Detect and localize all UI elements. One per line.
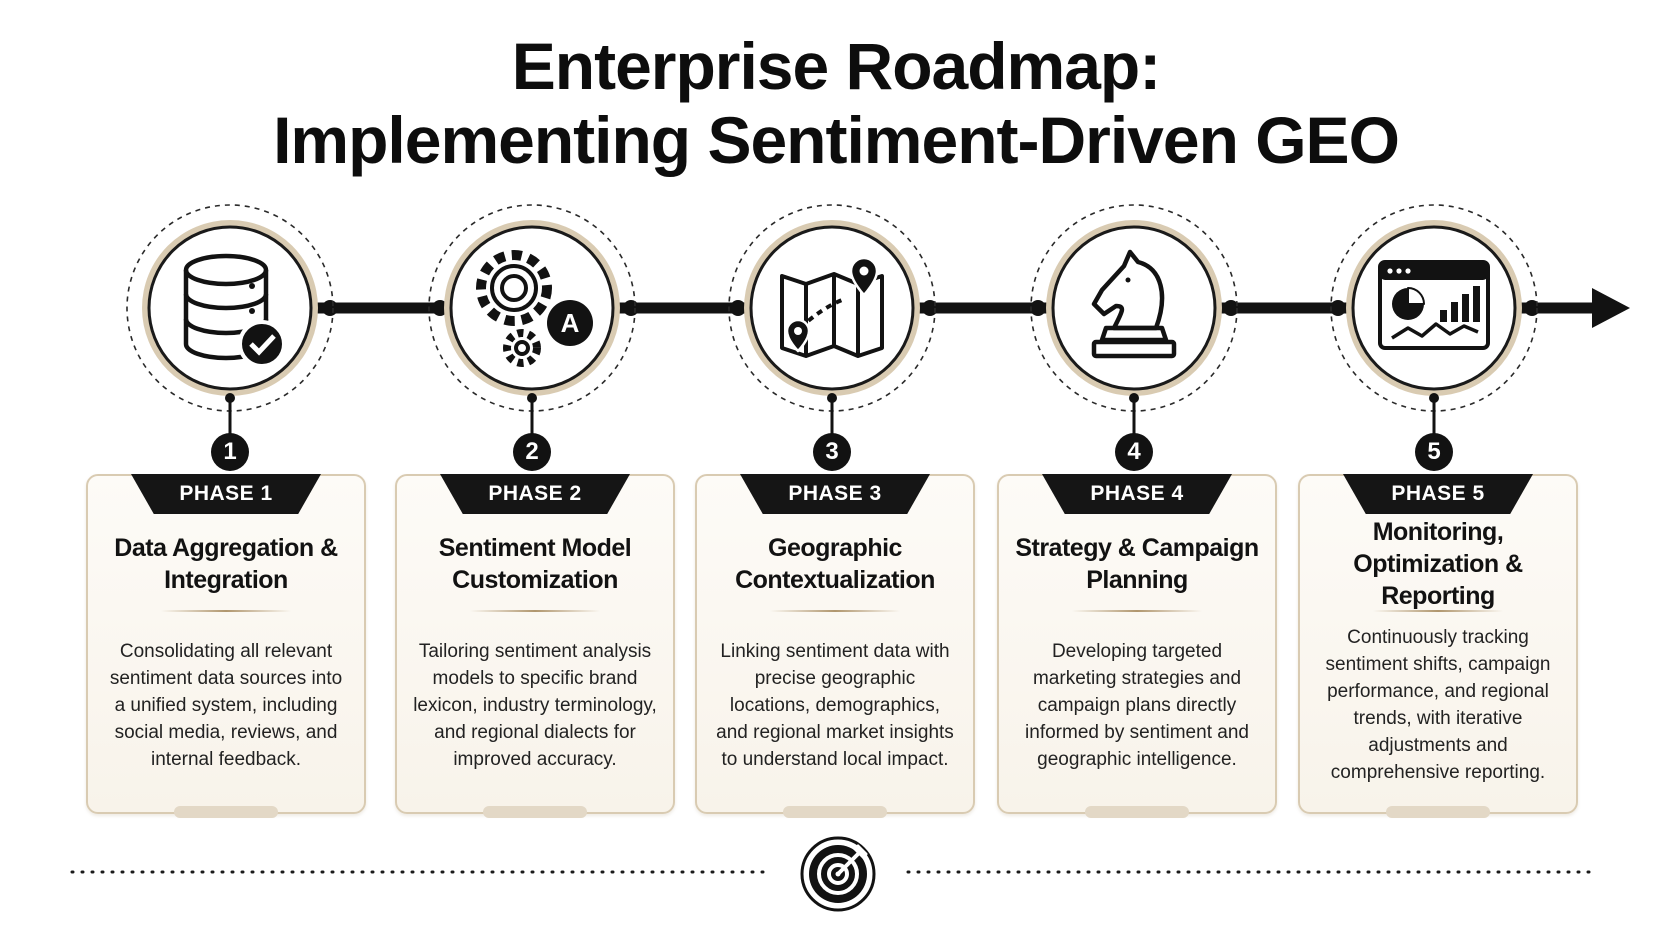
phase-number-2: 2 [513, 433, 551, 471]
page-title-line-1: Enterprise Roadmap: [511, 29, 1161, 103]
phase-title: Strategy & Campaign Planning [1015, 534, 1259, 594]
divider [1373, 610, 1503, 612]
phase-card-3: PHASE 3 Geographic Contextualization Lin… [695, 474, 975, 818]
phase-node-2: A [428, 204, 636, 436]
phase-node-5 [1330, 204, 1538, 436]
phase-description: Tailoring sentiment analysis models to s… [413, 640, 657, 770]
database-check-icon [183, 253, 286, 368]
phase-card-2: PHASE 2 Sentiment Model Customization Ta… [395, 474, 675, 818]
page-title-line-2: Implementing Sentiment-Driven GEO [273, 103, 1400, 177]
phase-number-5: 5 [1415, 433, 1453, 471]
timeline-arrow-head [1592, 288, 1630, 328]
phase-card-4: PHASE 4 Strategy & Campaign Planning Dev… [997, 474, 1277, 818]
phase-label: PHASE 3 [740, 474, 930, 514]
phase-description: Continuously tracking sentiment shifts, … [1325, 627, 1551, 783]
dashboard-analytics-icon [1378, 260, 1490, 350]
phase-label: PHASE 1 [131, 474, 321, 514]
target-icon [800, 836, 876, 912]
phase-card-5: PHASE 5 Monitoring, Optimization & Repor… [1298, 474, 1578, 818]
svg-text:A: A [561, 308, 580, 338]
divider [161, 610, 291, 612]
phase-node-3 [728, 204, 936, 436]
phase-description: Linking sentiment data with precise geog… [716, 640, 954, 770]
card-footer-tab [174, 806, 278, 818]
gears-ai-icon: A [476, 250, 593, 367]
phase-description: Developing targeted marketing strategies… [1025, 640, 1249, 770]
phase-number-1: 1 [211, 433, 249, 471]
phase-label: PHASE 4 [1042, 474, 1232, 514]
phase-label: PHASE 5 [1343, 474, 1533, 514]
chess-knight-icon [1091, 249, 1177, 359]
card-footer-tab [783, 806, 887, 818]
phase-label: PHASE 2 [440, 474, 630, 514]
card-footer-tab [1085, 806, 1189, 818]
phase-title: Geographic Contextualization [735, 534, 935, 594]
divider [770, 610, 900, 612]
timeline-connector [312, 288, 1630, 328]
phase-title: Data Aggregation & Integration [114, 534, 338, 594]
phase-node-1 [126, 204, 334, 436]
phase-title: Sentiment Model Customization [438, 534, 632, 594]
card-footer-tab [483, 806, 587, 818]
phase-card-1: PHASE 1 Data Aggregation & Integration C… [86, 474, 366, 818]
divider [1072, 610, 1202, 612]
divider [470, 610, 600, 612]
phase-number-3: 3 [813, 433, 851, 471]
card-footer-tab [1386, 806, 1490, 818]
map-pins-icon [780, 256, 884, 358]
phase-node-4 [1030, 204, 1238, 436]
phase-number-4: 4 [1115, 433, 1153, 471]
phase-description: Consolidating all relevant sentiment dat… [109, 640, 343, 770]
phase-title: Monitoring, Optimization & Reporting [1353, 518, 1523, 610]
